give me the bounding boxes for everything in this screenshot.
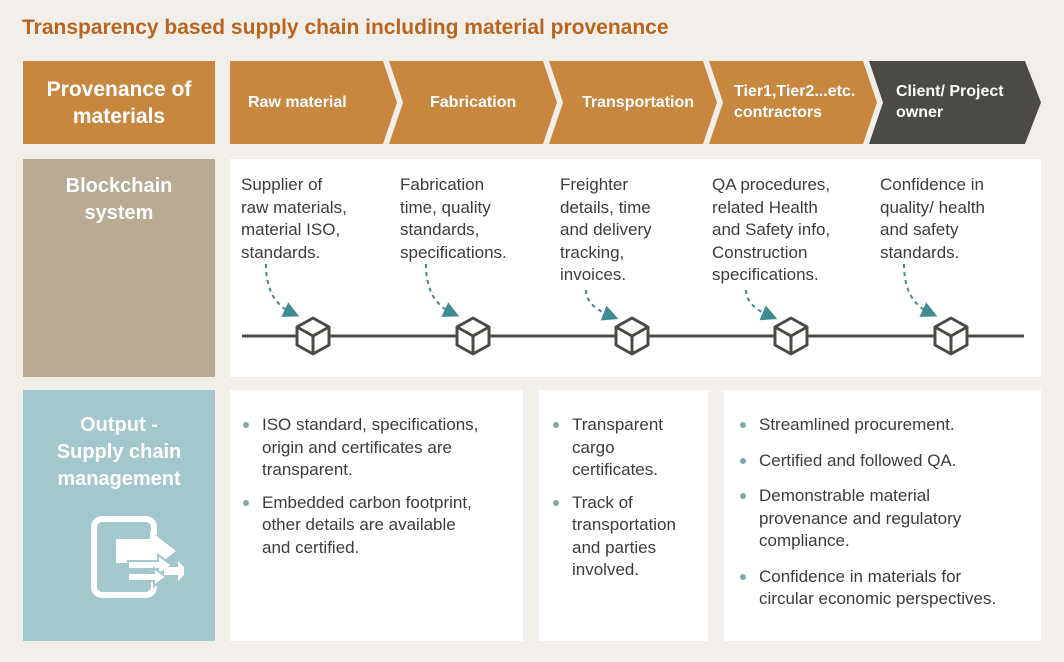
- output-item: Certified and followed QA.: [737, 450, 1037, 473]
- row-label-blockchain: Blockchain system: [23, 159, 215, 377]
- chevron-contractors: [709, 61, 877, 144]
- blockchain-item: Freighter details, time and delivery tra…: [560, 175, 652, 284]
- output-item: Track of transportation and parties invo…: [550, 492, 706, 582]
- stage-label: Transportation: [582, 94, 695, 111]
- row-label-output-text: Output - Supply chain management: [56, 414, 182, 490]
- cube-icon: [295, 316, 331, 356]
- chevron-transportation: [549, 61, 717, 144]
- chevron-client: [869, 61, 1041, 144]
- blockchain-item: Confidence in quality/ health and safety…: [880, 175, 985, 262]
- output-panel-3: [724, 390, 1041, 641]
- dashed-arrow: [585, 289, 619, 321]
- blockchain-item: Fabrication time, quality standards, spe…: [400, 175, 507, 262]
- output-list-1: ISO standard, specifications, origin and…: [240, 414, 520, 559]
- output-panel-2: [539, 390, 708, 641]
- output-panel-1: [230, 390, 523, 641]
- row-label-provenance: Provenance of materials: [23, 61, 215, 144]
- output-item: Demonstrable material provenance and reg…: [737, 485, 1037, 553]
- cube-icon: [773, 316, 809, 356]
- output-item: Transparent cargo certificates.: [550, 414, 706, 482]
- output-list-3: Streamlined procurement. Certified and f…: [737, 414, 1037, 611]
- output-item: Streamlined procurement.: [737, 414, 1037, 437]
- cube-icon: [455, 316, 491, 356]
- row-label-provenance-text: Provenance of materials: [46, 77, 192, 128]
- cube-icon: [933, 316, 969, 356]
- dashed-arrow: [745, 289, 778, 321]
- output-list-2: Transparent cargo certificates. Track of…: [550, 414, 706, 582]
- blockchain-item: QA procedures, related Health and Safety…: [712, 175, 831, 284]
- row-label-output: Output - Supply chain management: [23, 390, 215, 641]
- stage-label: Raw material: [248, 94, 347, 111]
- stage-label: Fabrication: [430, 94, 517, 111]
- row-label-blockchain-text: Blockchain system: [65, 175, 173, 224]
- chevron-raw-material: [230, 61, 397, 144]
- chevron-fabrication: [389, 61, 557, 144]
- cube-icon: [614, 316, 650, 356]
- output-item: Embedded carbon footprint, other details…: [240, 492, 520, 560]
- dashed-arrow: [265, 263, 300, 317]
- output-item: ISO standard, specifications, origin and…: [240, 414, 520, 482]
- dashed-arrow: [903, 263, 938, 317]
- stage-label: Tier1,Tier2...etc. contractors: [734, 83, 856, 121]
- stage-label: Client/ Project owner: [896, 83, 1004, 121]
- dashed-arrow: [425, 263, 460, 317]
- diagram-title: Transparency based supply chain includin…: [22, 16, 669, 39]
- export-arrows-icon: [91, 516, 184, 598]
- output-item: Confidence in materials for circular eco…: [737, 566, 1037, 611]
- blockchain-item: Supplier of raw materials, material ISO,…: [241, 175, 347, 262]
